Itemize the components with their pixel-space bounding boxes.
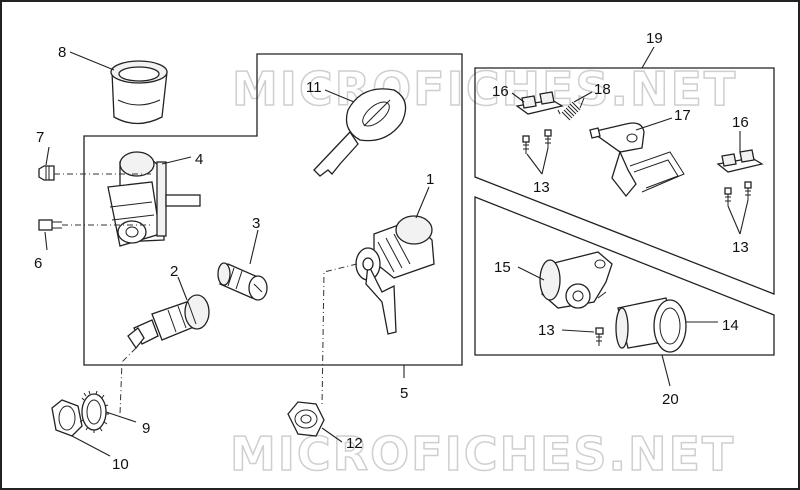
callout-13-group19-left: 13 [533, 179, 550, 196]
callout-11: 11 [306, 79, 322, 96]
part-7-screw [38, 165, 55, 181]
callout-15: 15 [494, 259, 511, 276]
part-10-nut [51, 399, 83, 437]
part-3-cylinder [217, 262, 268, 301]
part-15-lock-housing [539, 251, 613, 309]
callout-3: 3 [252, 215, 260, 232]
part-4-lock-body [107, 151, 201, 247]
part-11-key [313, 88, 407, 177]
callout-14: 14 [722, 317, 739, 334]
callout-5: 5 [400, 385, 408, 402]
callout-2: 2 [170, 263, 178, 280]
part-18-spring [557, 97, 585, 121]
callout-9: 9 [142, 420, 150, 437]
watermark-top: MICROFICHES.NET [232, 62, 737, 116]
part-16-clip-right [716, 149, 764, 173]
part-6-screw [38, 219, 62, 231]
callout-18: 18 [594, 81, 611, 98]
axis-line-1 [321, 263, 358, 408]
callout-4: 4 [195, 151, 203, 168]
group-box-5 [83, 53, 463, 366]
callout-10: 10 [112, 456, 129, 473]
callout-6: 6 [34, 255, 42, 272]
part-12-nut [287, 401, 325, 437]
part-2-cylinder [127, 294, 210, 350]
callout-20: 20 [662, 391, 679, 408]
part-13-screws-right [724, 181, 752, 206]
callout-7: 7 [36, 129, 44, 146]
axis-line-2 [119, 347, 137, 415]
group-box-19 [474, 67, 775, 295]
callout-16-left: 16 [492, 83, 509, 100]
part-13-screw-group20 [595, 327, 604, 346]
part-14-sleeve [615, 297, 687, 353]
callout-16-right: 16 [732, 114, 749, 131]
callout-12: 12 [346, 435, 363, 452]
group-box-20 [474, 196, 775, 356]
part-16-clip-left [515, 91, 564, 115]
part-9-lock-washer [79, 390, 109, 433]
part-17-bracket [589, 122, 685, 198]
callout-1: 1 [426, 171, 434, 188]
part-1-lock [355, 215, 435, 335]
callout-19: 19 [646, 30, 663, 47]
callout-8: 8 [58, 44, 66, 61]
callout-17: 17 [674, 107, 691, 124]
leader-lines [44, 46, 749, 457]
part-8-sleeve [110, 60, 168, 125]
callout-13-group19-right: 13 [732, 239, 749, 256]
part-13-screws-left [522, 129, 552, 154]
callout-13-group20: 13 [538, 322, 555, 339]
